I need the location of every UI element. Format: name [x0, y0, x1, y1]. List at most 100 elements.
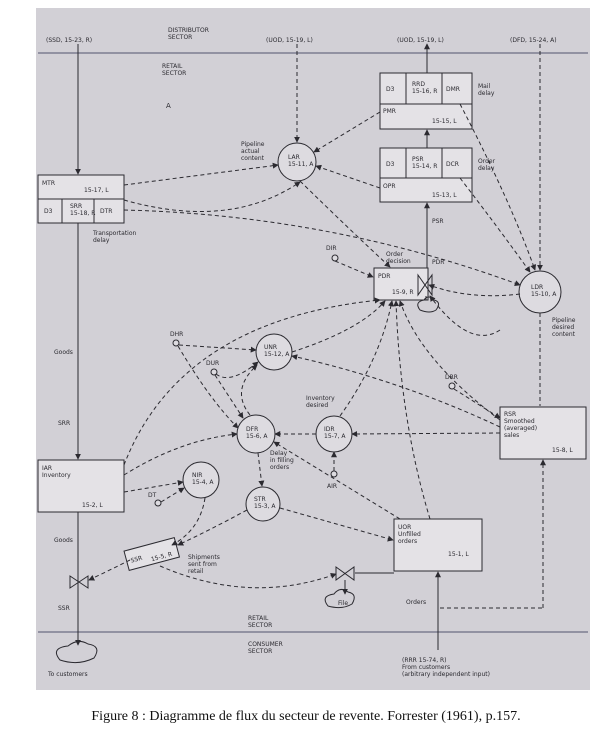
- air-constant: [330, 470, 338, 478]
- info-mtr-dtr-to-ldr: [123, 209, 521, 287]
- mtr-d3: D3: [44, 208, 53, 215]
- rrd-d3: D3: [386, 86, 395, 93]
- info-ssr-to-valve: [88, 559, 131, 581]
- dir-constant: [331, 254, 339, 262]
- dur-constant: [210, 368, 218, 376]
- lar-circle: [277, 142, 317, 182]
- info-dfr-to-unr: [241, 364, 258, 416]
- psr-opr: OPR: [383, 183, 396, 190]
- note-goods-2: Goods: [54, 537, 73, 544]
- customers-cloud: [55, 640, 98, 664]
- info-mtr-to-lar: [123, 162, 279, 186]
- ssr-valve: [69, 575, 89, 589]
- psr-eq: 15-13, L: [432, 192, 457, 199]
- info-iar-to-dfr: [123, 431, 238, 476]
- info-dhr-to-unr: [178, 344, 257, 353]
- source-rrr: (RRR 15-74, R)From customers(arbitrary i…: [402, 657, 490, 678]
- drr-label: DRR: [445, 374, 458, 381]
- figure-caption: Figure 8 : Diagramme de flux du secteur …: [91, 709, 521, 724]
- source-ssd: (SSD, 15-23, R): [46, 37, 92, 44]
- note-srr: SRR: [58, 420, 70, 427]
- iar-eq: 15-2, L: [82, 502, 103, 509]
- mtr-name: MTR: [42, 180, 55, 187]
- note-pdr: PDR: [432, 259, 444, 266]
- marker-a: A: [166, 102, 171, 110]
- info-iar-to-nir: [123, 479, 184, 493]
- info-dt-to-nir: [160, 487, 185, 503]
- info-unr-to-pdr: [291, 300, 386, 353]
- rsr-eq: 15-8, L: [552, 447, 573, 454]
- info-uor-to-dfr: [273, 441, 401, 520]
- pdr-valve: [417, 273, 433, 297]
- info-str-to-uor: [279, 507, 394, 542]
- info-lar-to-pdr: [299, 180, 391, 268]
- source-uod-2: (UOD, 15-19, L): [397, 37, 444, 44]
- info-drr-to-rsr: [453, 388, 501, 419]
- info-idr-to-pdr: [339, 300, 394, 417]
- info-str-to-ssr: [177, 509, 248, 546]
- drr-constant: [448, 382, 456, 390]
- note-psr: PSR: [432, 218, 444, 225]
- info-pipeline-loop: [429, 295, 501, 336]
- scanned-diagram-background: [36, 8, 590, 690]
- note-orders: Orders: [406, 599, 426, 606]
- info-iar-to-pdr: [123, 297, 381, 466]
- ssr-box: SSR 15-5, R: [123, 537, 181, 572]
- rrd-eq: 15-15, L: [432, 118, 457, 125]
- rrd-pmr: PMR: [383, 108, 396, 115]
- info-nir-to-ssr: [171, 497, 206, 546]
- dt-label: DT: [148, 492, 157, 499]
- dt-constant: [154, 499, 162, 507]
- info-dur-to-dfr: [214, 374, 244, 419]
- info-dfr-to-str: [257, 452, 265, 487]
- info-ssr-to-file-valve: [159, 565, 337, 589]
- psr-dcr: DCR: [446, 161, 459, 168]
- pdr-box: PDR 15-9, R: [373, 267, 429, 301]
- info-psr-to-lar: [315, 164, 381, 189]
- uor-eq: 15-1, L: [448, 551, 469, 558]
- info-rrd-to-lar: [313, 111, 381, 153]
- dir-label: DIR: [326, 245, 337, 252]
- info-dur-to-unr: [215, 361, 259, 378]
- info-psr-dcr-to-ldr: [459, 177, 531, 273]
- ssr-name: SSR: [130, 555, 143, 565]
- dhr-constant: [172, 339, 180, 347]
- note-goods-1: Goods: [54, 349, 73, 356]
- air-label: AIR: [327, 483, 337, 490]
- source-dfd: (DFD, 15-24, A): [510, 37, 557, 44]
- pdr-name: PDR: [378, 273, 390, 280]
- info-rsr-to-idr: [351, 430, 501, 437]
- mtr-eq: 15-17, L: [84, 187, 109, 194]
- file-cloud: [324, 588, 355, 609]
- str-circle: [245, 486, 281, 522]
- info-ldr-to-pdr: [428, 283, 521, 297]
- info-rsr-to-pdr: [398, 300, 501, 421]
- info-dhr-to-dfr: [177, 345, 239, 429]
